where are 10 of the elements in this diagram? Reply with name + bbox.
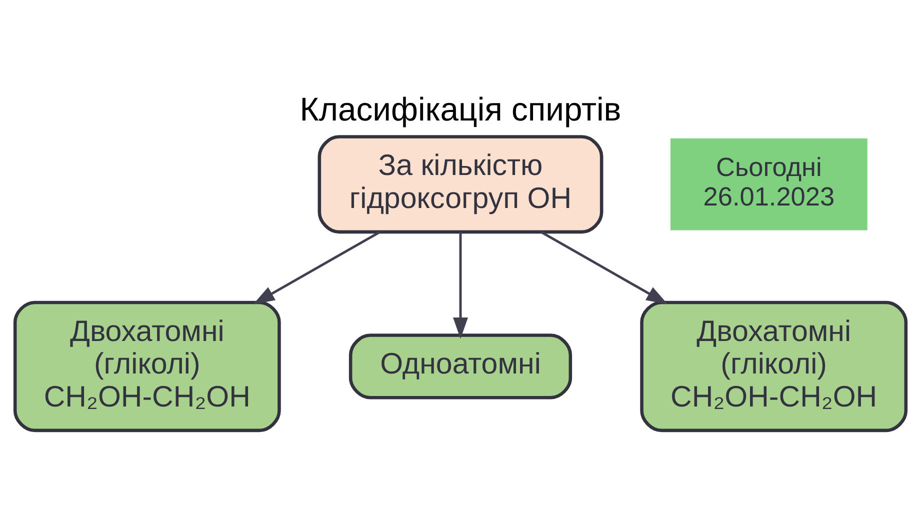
label: 26.01.2023 [703,181,835,212]
node-box: Двохатомні (гліколі) CH₂OH-CH₂OH [13,300,281,432]
node-box: За кількістю гідроксогруп ОН [318,135,604,234]
diagram-title: Класифікація спиртів [300,90,622,128]
node-box: Двохатомні (гліколі) CH₂OH-CH₂OH [640,300,908,432]
arrow [453,232,468,339]
node-box: Одноатомні [348,334,572,400]
arrow [253,230,380,304]
arrow [540,230,668,304]
label: Сьогодні [716,152,822,182]
